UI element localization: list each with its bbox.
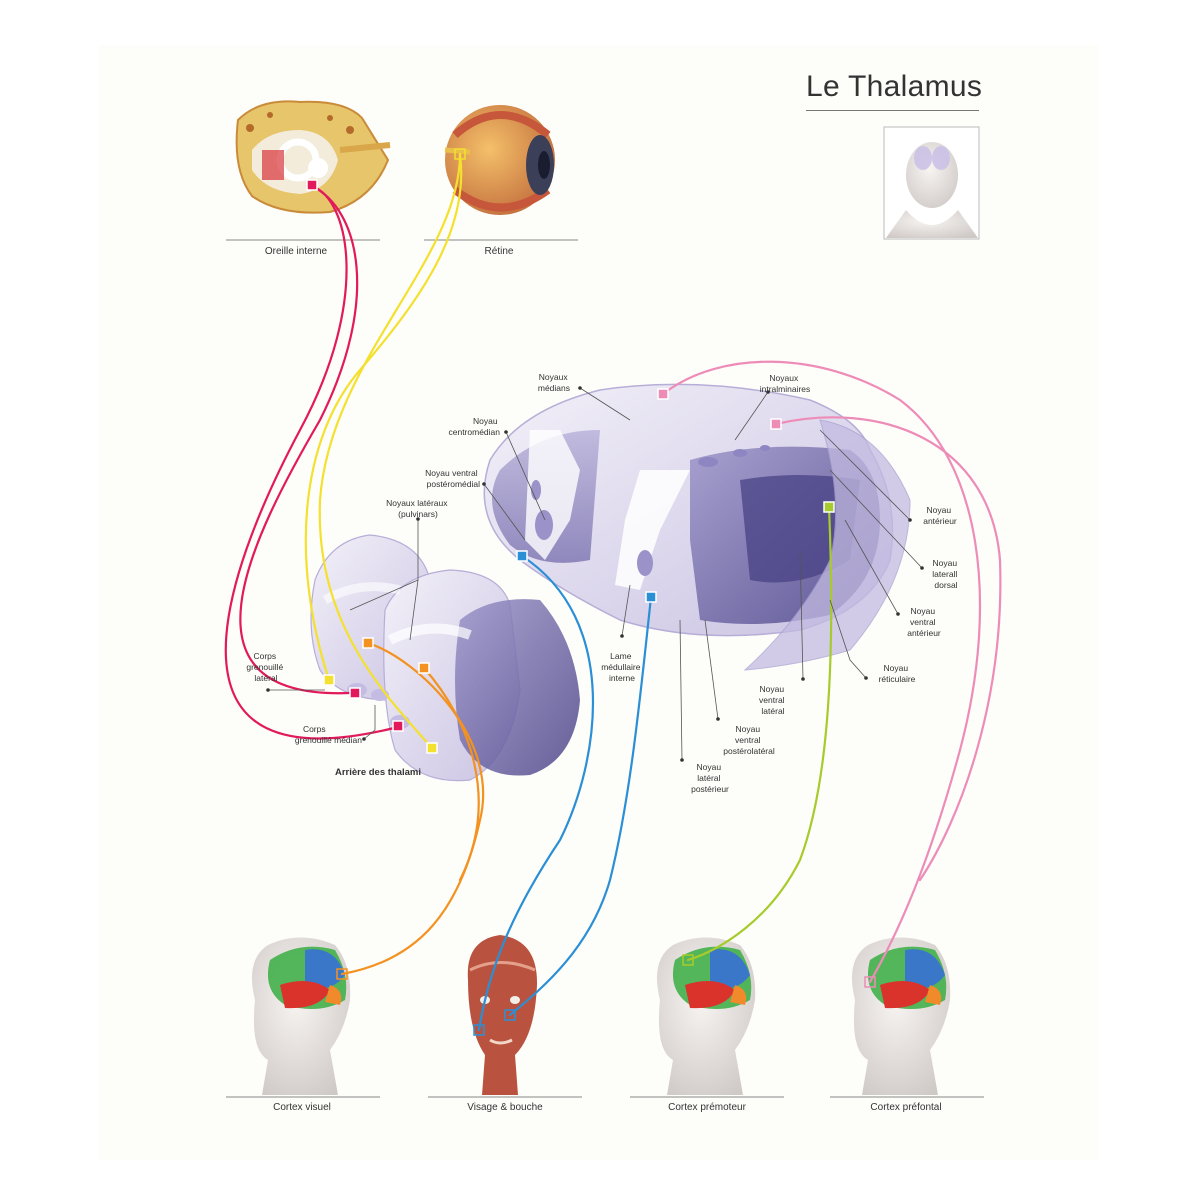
head-cortex-premoteur: [656, 937, 756, 1095]
label-noyaux-lateraux: Noyaux latéraux (pulvinars): [386, 498, 450, 519]
head-cortex-prefontal: [851, 937, 951, 1095]
head-cortex-visuel: [251, 937, 351, 1095]
pathway-markers: [306, 148, 876, 1036]
label-noyau-lateral-posterieur: Noyau latéral postérieur: [691, 762, 729, 794]
pathway-face-1: [477, 554, 595, 1032]
label-noyau-ventral-lateral: Noyau ventral latéral: [759, 684, 787, 716]
marker-prefrontal-pink-1: [657, 388, 669, 400]
reference-head-box: [883, 126, 980, 240]
top-label-oreille-interne: Oreille interne: [265, 246, 328, 257]
marker-face-blue-1: [516, 550, 528, 562]
bottom-label-cortex-premoteur: Cortex prémoteur: [668, 1102, 746, 1113]
label-lame-medullaire-interne: Lame médullaire interne: [601, 651, 643, 683]
marker-corps-lateral-red: [349, 687, 361, 699]
pathway-premotor: [686, 505, 833, 962]
label-noyau-laterall-dorsal: Noyau laterall dorsal: [932, 558, 959, 590]
marker-prefrontal-pink-2: [770, 418, 782, 430]
pathway-auditory-1: [239, 184, 359, 695]
label-noyau-ventral-posteromedial: Noyau ventral postéromédial: [425, 468, 480, 489]
marker-pulvinar-orange-2: [418, 662, 430, 674]
pathway-auditory-2: [224, 184, 400, 740]
label-arriere-des-thalami: Arrière des thalami: [335, 767, 421, 778]
marker-prefrontal-pink-cortex: [864, 976, 876, 988]
marker-premotor-green-cortex: [682, 954, 694, 966]
label-corps-genouille-median: Corps grenouillé médian: [295, 724, 362, 745]
eye-illustration: [444, 105, 555, 215]
marker-face-blue-2: [645, 591, 657, 603]
back-thalami: [310, 534, 580, 782]
pathway-visual-1: [304, 152, 463, 682]
structure-labels: Noyaux médians Noyaux intralminaires Noy…: [246, 372, 959, 794]
head-visage-bouche: [467, 935, 538, 1095]
marker-cortex-visuel-orange: [336, 968, 348, 980]
marker-premotor-green: [823, 501, 835, 513]
label-noyau-anterieur: Noyau antérieur: [923, 505, 957, 526]
marker-corps-lateral-yellow: [323, 674, 335, 686]
marker-pulvinar-orange-1: [362, 637, 374, 649]
marker-face-blue-3: [473, 1024, 485, 1036]
marker-retine-yellow: [454, 148, 466, 160]
pathway-prefrontal-2: [774, 416, 1002, 882]
marker-corps-median-red: [392, 720, 404, 732]
label-noyaux-intralminaires: Noyaux intralminaires: [760, 373, 811, 394]
pathway-visual-2: [318, 152, 462, 750]
top-label-retine: Rétine: [485, 246, 514, 257]
pathway-face-2: [508, 595, 653, 1017]
inner-ear-illustration: [235, 100, 391, 214]
marker-oreille-pink: [306, 179, 318, 191]
label-noyau-ventral-posterolateral: Noyau ventral postérolatéral: [723, 724, 775, 756]
label-noyaux-medians: Noyaux médians: [538, 372, 570, 393]
pathways: [224, 152, 1002, 1032]
bottom-label-cortex-prefontal: Cortex préfontal: [870, 1102, 941, 1113]
leader-dots: [266, 386, 924, 762]
title-rule: [806, 110, 979, 111]
marker-face-blue-4: [504, 1009, 516, 1021]
bottom-label-visage-bouche: Visage & bouche: [467, 1102, 543, 1113]
page-title: Le Thalamus: [806, 70, 983, 103]
marker-median-yellow: [426, 742, 438, 754]
pathway-optic-cortex-1: [340, 641, 485, 976]
bottom-label-cortex-visuel: Cortex visuel: [273, 1102, 331, 1113]
leader-lines: [268, 387, 923, 761]
label-noyau-centromedian: Noyau centromédian: [448, 416, 500, 437]
pathway-prefrontal-1: [661, 360, 982, 984]
label-noyau-ventral-anterieur: Noyau ventral antérieur: [907, 606, 941, 638]
label-noyau-reticulaire: Noyau réticulaire: [879, 663, 916, 684]
pathway-optic-cortex-2: [422, 666, 480, 882]
label-corps-genouille-lateral: Corps grenouillé latéral: [246, 651, 285, 683]
